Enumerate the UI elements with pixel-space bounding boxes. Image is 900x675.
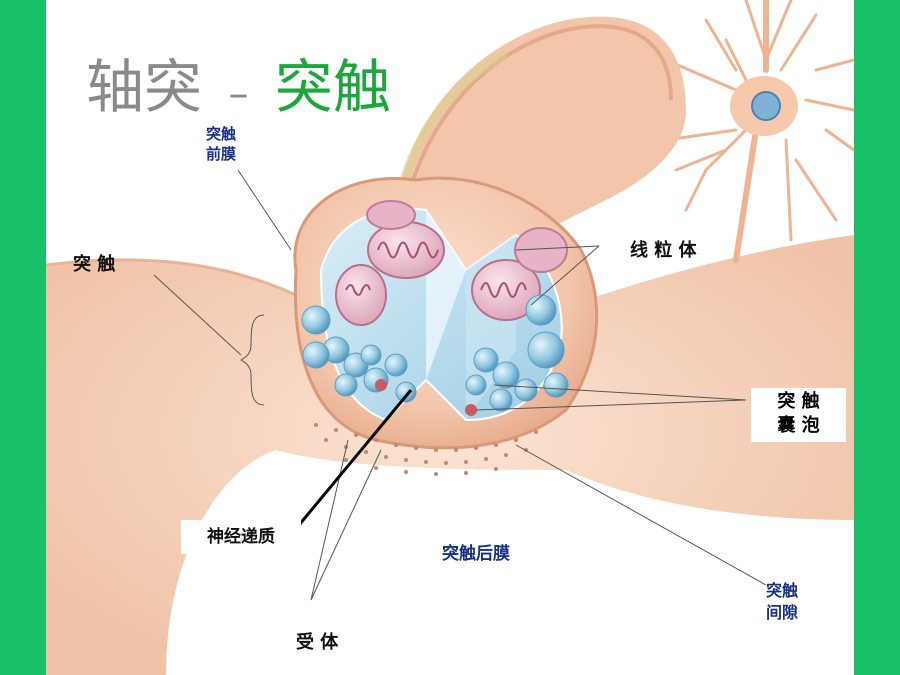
neurotransmitter-pointer — [297, 389, 413, 526]
leader-lines — [153, 169, 767, 601]
label-synapse: 突 触 — [73, 254, 116, 275]
title-prefix: 轴突 — [86, 53, 203, 121]
label-synaptic-cleft: 突触 间隙 — [766, 580, 798, 624]
neuron-cell — [664, 0, 854, 263]
label-presynaptic-membrane: 突触 前膜 — [206, 124, 236, 164]
label-vesicle-line1: 突 触 — [777, 391, 820, 412]
title-dash: – — [228, 71, 249, 117]
slide-title: 轴突 – 突触 — [86, 40, 391, 124]
label-cleft-line2: 间隙 — [766, 603, 799, 622]
receptor-dots — [314, 423, 538, 476]
neuron-nucleus — [751, 91, 781, 121]
slide-canvas: 轴突 – 突触 突触 前膜 突 触 线 粒 体 突 触 囊 泡 神经递质 突触后… — [46, 0, 854, 675]
label-vesicle-line2: 囊 泡 — [777, 415, 820, 436]
label-cleft-line1: 突触 — [766, 581, 799, 600]
label-neurotransmitter: 神经递质 — [181, 520, 301, 554]
label-presynaptic-line1: 突触 — [206, 125, 237, 143]
vesicle-release-right — [465, 404, 477, 416]
label-mitochondria: 线 粒 体 — [630, 240, 697, 261]
synapse-illustration — [46, 0, 854, 675]
vesicle-release-left — [375, 379, 387, 391]
label-postsynaptic-membrane: 突触后膜 — [376, 538, 576, 570]
label-synaptic-vesicle: 突 触 囊 泡 — [751, 388, 846, 442]
postsynaptic-dendrite — [46, 235, 854, 675]
label-receptor: 受 体 — [296, 632, 339, 653]
title-suffix: 突触 — [274, 53, 391, 121]
label-presynaptic-line2: 前膜 — [206, 145, 237, 163]
mitochondria-group — [335, 200, 568, 326]
